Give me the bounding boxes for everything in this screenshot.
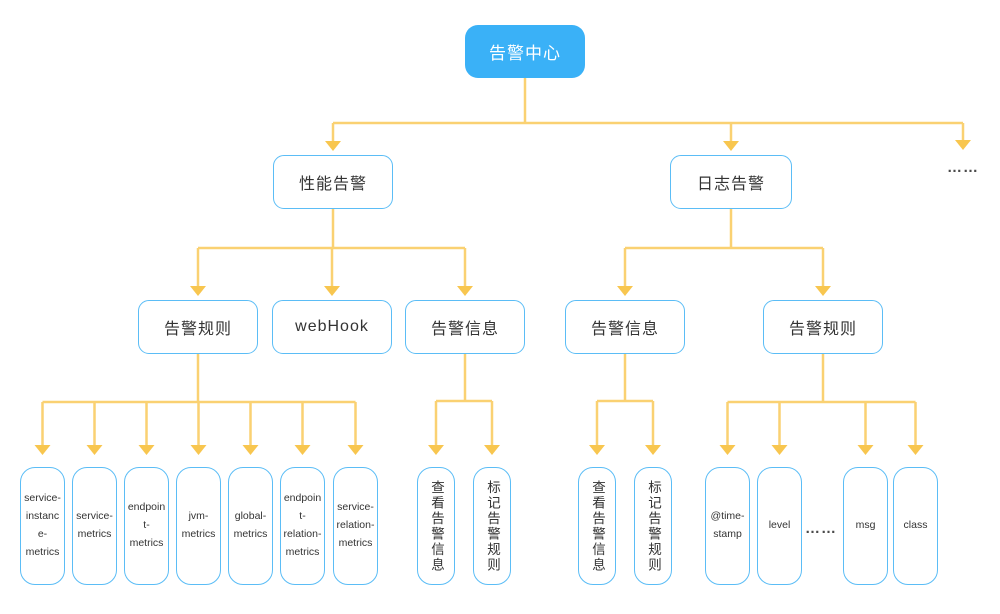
node-m3: endpoint-metrics	[124, 467, 169, 585]
node-t1: @time-stamp	[705, 467, 750, 585]
arrowhead-icon	[723, 141, 739, 151]
node-v2: 标记告警规则	[473, 467, 511, 585]
arrowhead-icon	[617, 286, 633, 296]
node-info_perf: 告警信息	[405, 300, 525, 354]
node-t4: class	[893, 467, 938, 585]
node-rules_perf: 告警规则	[138, 300, 258, 354]
node-m7: service-relation-metrics	[333, 467, 378, 585]
node-root: 告警中心	[465, 25, 585, 78]
arrowhead-icon	[325, 141, 341, 151]
arrowhead-icon	[815, 286, 831, 296]
connector-lines	[41, 78, 965, 445]
node-t2: level	[757, 467, 802, 585]
node-dots_top: ……	[947, 158, 979, 176]
arrowhead-icon	[645, 445, 661, 455]
node-info_log: 告警信息	[565, 300, 685, 354]
node-v3: 查看告警信息	[578, 467, 616, 585]
node-m2: service-metrics	[72, 467, 117, 585]
arrowhead-icon	[955, 140, 971, 150]
arrowhead-icon	[347, 445, 364, 455]
arrowhead-icon	[907, 445, 924, 455]
node-v4: 标记告警规则	[634, 467, 672, 585]
node-t3: msg	[843, 467, 888, 585]
node-v1: 查看告警信息	[417, 467, 455, 585]
arrowhead-icon	[324, 286, 340, 296]
node-m6: endpoint-relation-metrics	[280, 467, 325, 585]
arrowhead-icon	[428, 445, 444, 455]
arrowhead-icon	[86, 445, 103, 455]
node-log: 日志告警	[670, 155, 792, 209]
arrowhead-icon	[138, 445, 155, 455]
node-m5: global-metrics	[228, 467, 273, 585]
arrowhead-icon	[484, 445, 500, 455]
node-m4: jvm-metrics	[176, 467, 221, 585]
node-perf: 性能告警	[273, 155, 393, 209]
arrowhead-icon	[589, 445, 605, 455]
arrowhead-icon	[190, 445, 207, 455]
node-webhook: webHook	[272, 300, 392, 354]
node-m1: service-instance-metrics	[20, 467, 65, 585]
arrowhead-icon	[294, 445, 311, 455]
arrowhead-icon	[34, 445, 51, 455]
arrowhead-icon	[857, 445, 874, 455]
arrowhead-icon	[771, 445, 788, 455]
node-dots_leaf: ……	[805, 519, 837, 537]
arrowhead-icon	[457, 286, 473, 296]
arrowhead-icon	[719, 445, 736, 455]
node-rules_log: 告警规则	[763, 300, 883, 354]
arrowhead-icon	[190, 286, 206, 296]
arrowhead-icon	[242, 445, 259, 455]
